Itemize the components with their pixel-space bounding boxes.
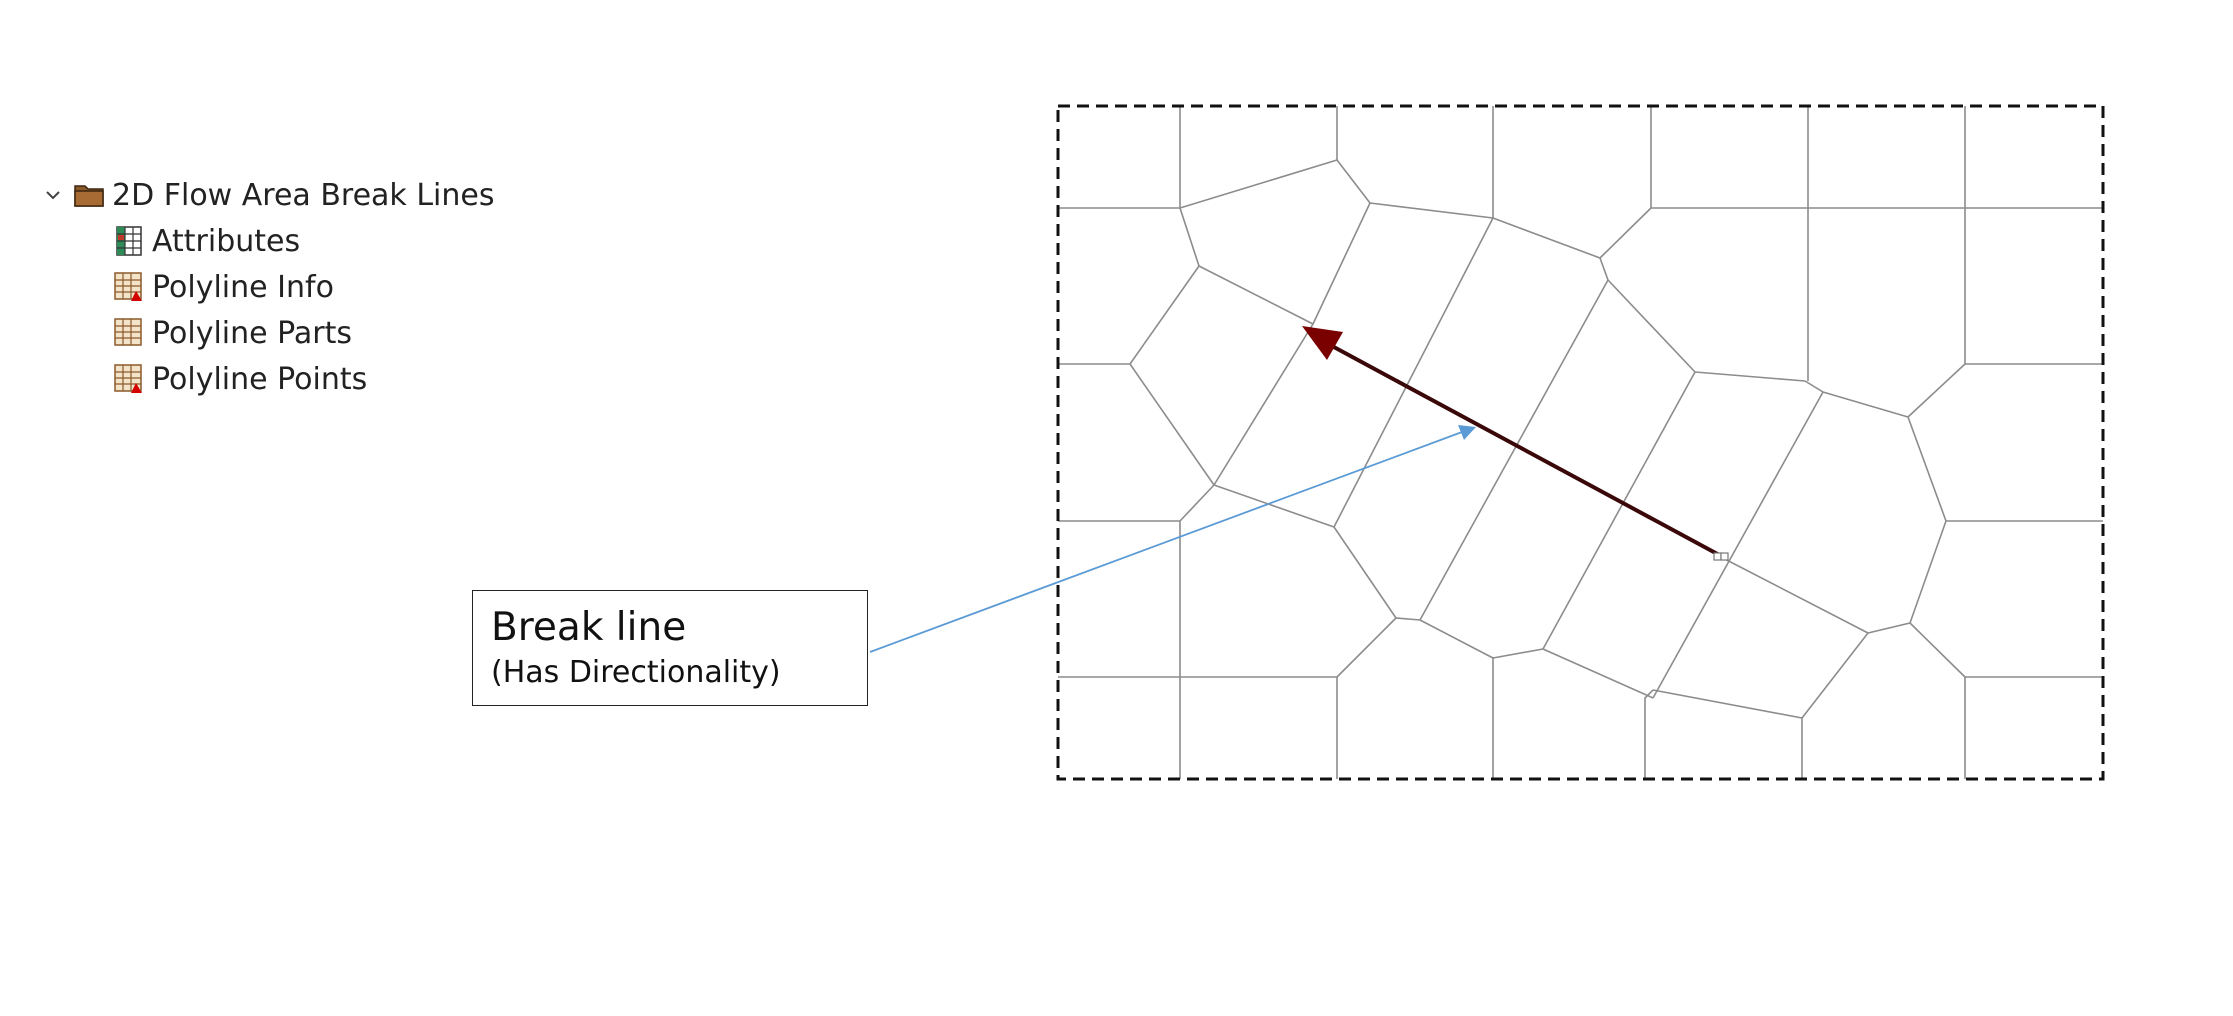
tree-item-polyline-points[interactable]: Polyline Points bbox=[40, 356, 540, 402]
tree-item-break-lines[interactable]: 2D Flow Area Break Lines bbox=[40, 172, 540, 218]
polyline-table-icon bbox=[112, 270, 146, 304]
tree-item-attributes[interactable]: Attributes bbox=[40, 218, 540, 264]
tree-item-label: Polyline Points bbox=[152, 361, 368, 397]
tree-item-label: Attributes bbox=[152, 223, 301, 259]
tree-item-label: Polyline Info bbox=[152, 269, 334, 305]
tree-item-polyline-info[interactable]: Polyline Info bbox=[40, 264, 540, 310]
callout-subtitle: (Has Directionality) bbox=[491, 655, 781, 690]
folder-icon bbox=[72, 178, 106, 212]
tree-item-label: Polyline Parts bbox=[152, 315, 352, 351]
polyline-table-icon bbox=[112, 362, 146, 396]
tree-item-polyline-parts[interactable]: Polyline Parts bbox=[40, 310, 540, 356]
layer-tree: 2D Flow Area Break Lines Attributes bbox=[40, 172, 540, 402]
table-icon bbox=[112, 224, 146, 258]
break-line[interactable] bbox=[1302, 326, 1729, 561]
break-line-start-vertex[interactable] bbox=[1713, 552, 1729, 561]
grid-table-icon bbox=[112, 316, 146, 350]
break-line-arrowhead bbox=[1302, 326, 1343, 360]
flow-area-boundary bbox=[1056, 104, 2105, 781]
tree-item-label: 2D Flow Area Break Lines bbox=[112, 177, 495, 213]
callout-title: Break line bbox=[491, 605, 687, 650]
break-line-callout: Break line (Has Directionality) bbox=[472, 590, 868, 706]
mesh-cells bbox=[1058, 106, 2103, 779]
leader-line bbox=[869, 425, 1476, 653]
chevron-down-icon[interactable] bbox=[40, 189, 66, 201]
